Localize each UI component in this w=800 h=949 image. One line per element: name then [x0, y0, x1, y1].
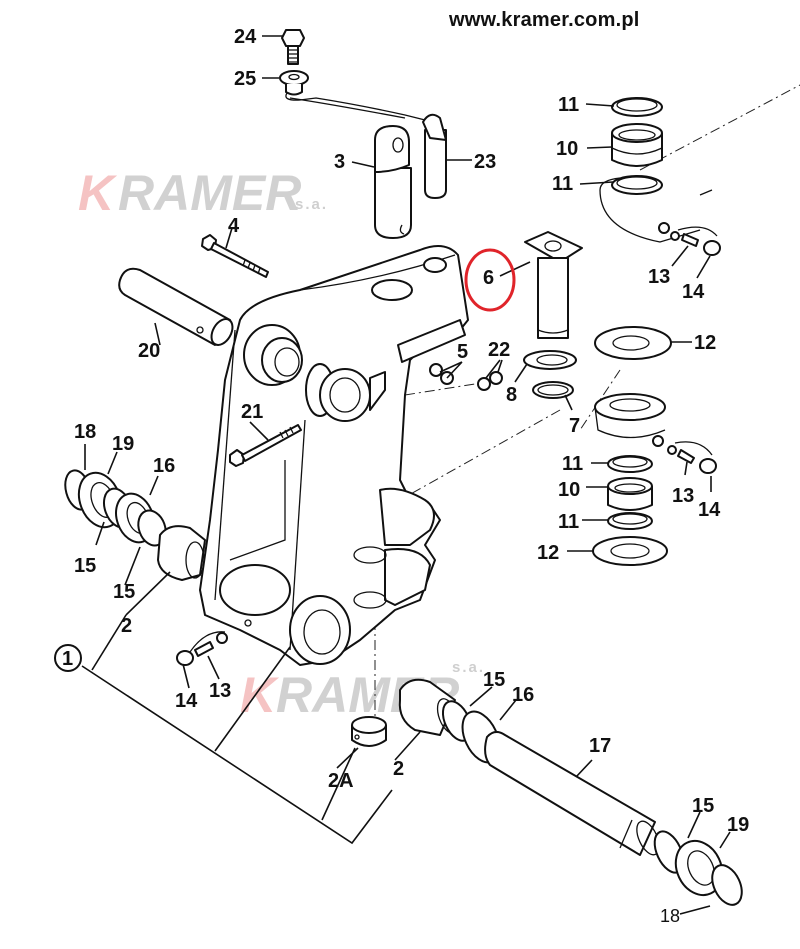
- label-part-10-top: 10: [556, 138, 578, 160]
- centerline: [579, 369, 621, 431]
- label-part-15-right: 15: [483, 669, 505, 691]
- watermark-text: RAMER: [118, 165, 301, 221]
- part-13-grease-nipple-mid: [667, 445, 695, 464]
- main-swing-bracket: [199, 245, 469, 666]
- label-part-19-left: 19: [112, 433, 134, 455]
- part-23-pin: [422, 113, 447, 199]
- label-part-25: 25: [234, 68, 256, 90]
- label-part-5: 5: [457, 341, 468, 363]
- label-part-13-bot: 13: [209, 680, 231, 702]
- part-17-pivot-pin: [484, 731, 660, 856]
- watermark-initial: K: [240, 667, 280, 723]
- callout-circle: [54, 644, 82, 672]
- part-13-grease-nipple-top: [670, 231, 699, 247]
- part-20-pin: [118, 267, 234, 346]
- label-part-18-end: 18: [660, 906, 680, 926]
- label-part-4: 4: [228, 215, 240, 237]
- label-part-17: 17: [589, 735, 611, 757]
- label-part-19-end: 19: [727, 814, 749, 836]
- label-part-14-bot: 14: [175, 690, 198, 712]
- part-11-ring-bot-b: [607, 512, 653, 530]
- part-10-bushing-bot: [607, 477, 653, 511]
- label-part-3: 3: [334, 151, 345, 173]
- website-url: www.kramer.com.pl: [449, 9, 640, 31]
- label-part-11-top: 11: [558, 94, 579, 116]
- label-part-13-mid: 13: [672, 485, 694, 507]
- label-part-2a: 2A: [328, 770, 354, 792]
- part-24-bolt: [281, 29, 305, 65]
- label-part-15-end: 15: [692, 795, 714, 817]
- label-part-11-bot-b: 11: [558, 511, 579, 533]
- label-part-14-top: 14: [682, 281, 705, 303]
- label-part-11-bot: 11: [562, 453, 583, 475]
- part-4-bolt: [201, 234, 269, 278]
- part-10-bushing-top: [611, 123, 663, 167]
- part-13-grease-nipple-bot: [189, 631, 228, 657]
- centerline: [639, 84, 800, 171]
- watermark-suffix: s.a.: [295, 196, 328, 213]
- centerline: [399, 409, 561, 501]
- callout-number: 1: [62, 648, 73, 670]
- part-14-cap-bot: [176, 650, 194, 666]
- part-14-cap-top: [677, 226, 721, 256]
- label-part-8: 8: [506, 384, 517, 406]
- part-11-ring-bot: [607, 455, 653, 473]
- part-3-pin: [374, 125, 412, 239]
- label-part-24: 24: [234, 26, 257, 48]
- label-part-12-bot: 12: [537, 542, 559, 564]
- part-2-bushing-left: [157, 525, 206, 581]
- label-part-16-left: 16: [153, 455, 175, 477]
- label-part-6: 6: [483, 267, 494, 289]
- label-part-2-left: 2: [121, 615, 132, 637]
- part-labels: 24 25 3 23 4 20 21 5 22 6 8 7 11 10 11 1…: [74, 26, 749, 926]
- label-part-20: 20: [138, 340, 160, 362]
- part-7-circlip: [532, 381, 574, 399]
- part-12-thrust-washer-top: [594, 326, 672, 360]
- assembly-callout-1: 1: [54, 644, 82, 672]
- highlight-circle-part-6: [464, 248, 516, 312]
- part-11-ring-top-b: [611, 175, 663, 195]
- label-part-23: 23: [474, 151, 496, 173]
- label-part-16-right: 16: [512, 684, 534, 706]
- label-part-2-right: 2: [393, 758, 404, 780]
- part-12-thrust-washer-bot: [592, 536, 668, 566]
- watermark-suffix: s.a.: [452, 659, 485, 676]
- label-part-13-top: 13: [648, 266, 670, 288]
- part-22-nuts: [477, 371, 503, 391]
- label-part-11-top-b: 11: [552, 173, 573, 195]
- label-part-18-left: 18: [74, 421, 96, 443]
- kramer-watermark-top: K RAMER s.a.: [78, 165, 328, 221]
- part-14-cap-mid: [674, 441, 717, 474]
- part-15-seal-left-b: [137, 509, 167, 547]
- leader-lines: [84, 35, 731, 915]
- kramer-watermark-bottom: K RAMER s.a.: [240, 659, 485, 723]
- assembly-bracket-lines: [81, 614, 393, 845]
- part-25-washer: [279, 70, 309, 96]
- lower-housing: [594, 393, 666, 447]
- label-part-15-left-b: 15: [113, 581, 135, 603]
- label-part-14-mid: 14: [698, 499, 721, 521]
- part-6-pin: [524, 231, 583, 339]
- part-2a-bushing: [351, 716, 387, 747]
- part-8-washer: [523, 350, 577, 370]
- label-part-15-left-a: 15: [74, 555, 96, 577]
- label-part-12-top: 12: [694, 332, 716, 354]
- lanyard-cable: [285, 92, 426, 121]
- part-21-bolt: [229, 424, 302, 467]
- label-part-21: 21: [241, 401, 263, 423]
- part-18-circlip-end: [711, 864, 743, 906]
- part-11-ring-top: [611, 97, 663, 117]
- label-part-7: 7: [569, 415, 580, 437]
- watermark-initial: K: [78, 165, 118, 221]
- part-19-washer-end: [674, 839, 724, 897]
- label-part-22: 22: [488, 339, 510, 361]
- label-part-10-bot: 10: [558, 479, 580, 501]
